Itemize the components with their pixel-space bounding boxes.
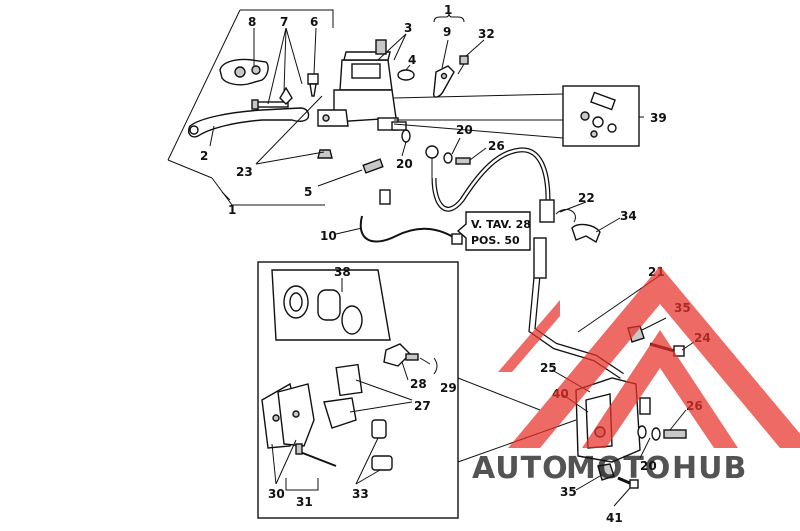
callout-20-b: 20 bbox=[396, 157, 413, 171]
reference-box: V. TAV. 28 POS. 50 bbox=[456, 211, 531, 251]
callout-4: 4 bbox=[408, 53, 416, 67]
callout-39: 39 bbox=[650, 111, 667, 125]
callout-6: 6 bbox=[310, 15, 318, 29]
lower-banjo bbox=[637, 425, 687, 441]
callout-22: 22 bbox=[578, 191, 595, 205]
upper-group-bracket bbox=[167, 9, 334, 206]
nut-23 bbox=[317, 149, 333, 159]
bolt-41 bbox=[597, 463, 639, 489]
callout-28: 28 bbox=[410, 377, 427, 391]
callout-7: 7 bbox=[280, 15, 288, 29]
svg-text:POS. 50: POS. 50 bbox=[471, 234, 520, 247]
brake-lever bbox=[188, 107, 310, 138]
callout-23: 23 bbox=[236, 165, 253, 179]
callout-3: 3 bbox=[404, 21, 412, 35]
lever-bracket bbox=[219, 58, 269, 86]
brace-9 bbox=[433, 12, 465, 23]
screw-32 bbox=[457, 55, 469, 75]
pin-31 bbox=[285, 443, 337, 491]
washer-20-top bbox=[401, 129, 411, 143]
callout-41: 41 bbox=[606, 511, 623, 525]
watermark-triangle-inner bbox=[582, 330, 738, 448]
callout-30: 30 bbox=[268, 487, 285, 501]
brake-hose bbox=[431, 147, 624, 379]
callout-10: 10 bbox=[320, 229, 337, 243]
callout-8: 8 bbox=[248, 15, 256, 29]
cap-4 bbox=[397, 69, 415, 81]
leader-lines bbox=[209, 27, 695, 507]
bleed-valve-28 bbox=[383, 343, 419, 367]
watermark-text-moto: MOTO bbox=[566, 451, 671, 486]
callout-20-c: 20 bbox=[640, 459, 657, 473]
watermark-logo: AUTO MOTO HUB bbox=[472, 266, 800, 486]
callout-34: 34 bbox=[620, 209, 637, 223]
callout-33: 33 bbox=[352, 487, 369, 501]
callout-27: 27 bbox=[414, 399, 431, 413]
seal-kit-38 bbox=[271, 269, 391, 341]
clamp-9 bbox=[432, 65, 455, 98]
callout-1-bottom: 1 bbox=[228, 203, 236, 217]
callout-38: 38 bbox=[334, 265, 351, 279]
pivot-bolt bbox=[251, 86, 293, 110]
callout-29: 29 bbox=[440, 381, 457, 395]
master-cylinder bbox=[317, 39, 407, 131]
spring-plate-27 bbox=[323, 363, 363, 429]
watermark-text-auto: AUTO bbox=[472, 451, 569, 486]
detail-box-39 bbox=[393, 85, 640, 147]
callout-32: 32 bbox=[478, 27, 495, 41]
screw-6 bbox=[307, 73, 319, 97]
callout-35-b: 35 bbox=[560, 485, 577, 499]
watermark-text-hub: HUB bbox=[672, 451, 747, 486]
clip-22 bbox=[555, 209, 576, 223]
watermark-triangle-outer bbox=[508, 266, 800, 448]
callout-26-a: 26 bbox=[488, 139, 505, 153]
callout-9: 9 bbox=[443, 25, 451, 39]
callout-5: 5 bbox=[304, 185, 312, 199]
callout-25: 25 bbox=[540, 361, 557, 375]
callout-1-top: 1 bbox=[444, 3, 452, 17]
switch-5 bbox=[362, 158, 384, 174]
brake-pads-30 bbox=[261, 382, 315, 449]
watermark-triangle-left bbox=[498, 300, 560, 372]
callout-2: 2 bbox=[200, 149, 208, 163]
callout-31: 31 bbox=[296, 495, 313, 509]
callout-20-a: 20 bbox=[456, 123, 473, 137]
svg-text:V. TAV. 28: V. TAV. 28 bbox=[471, 218, 531, 231]
bushings-33 bbox=[371, 419, 393, 471]
banjo-fitting bbox=[425, 145, 471, 178]
clip-34 bbox=[571, 223, 601, 244]
wire-10 bbox=[359, 189, 463, 245]
